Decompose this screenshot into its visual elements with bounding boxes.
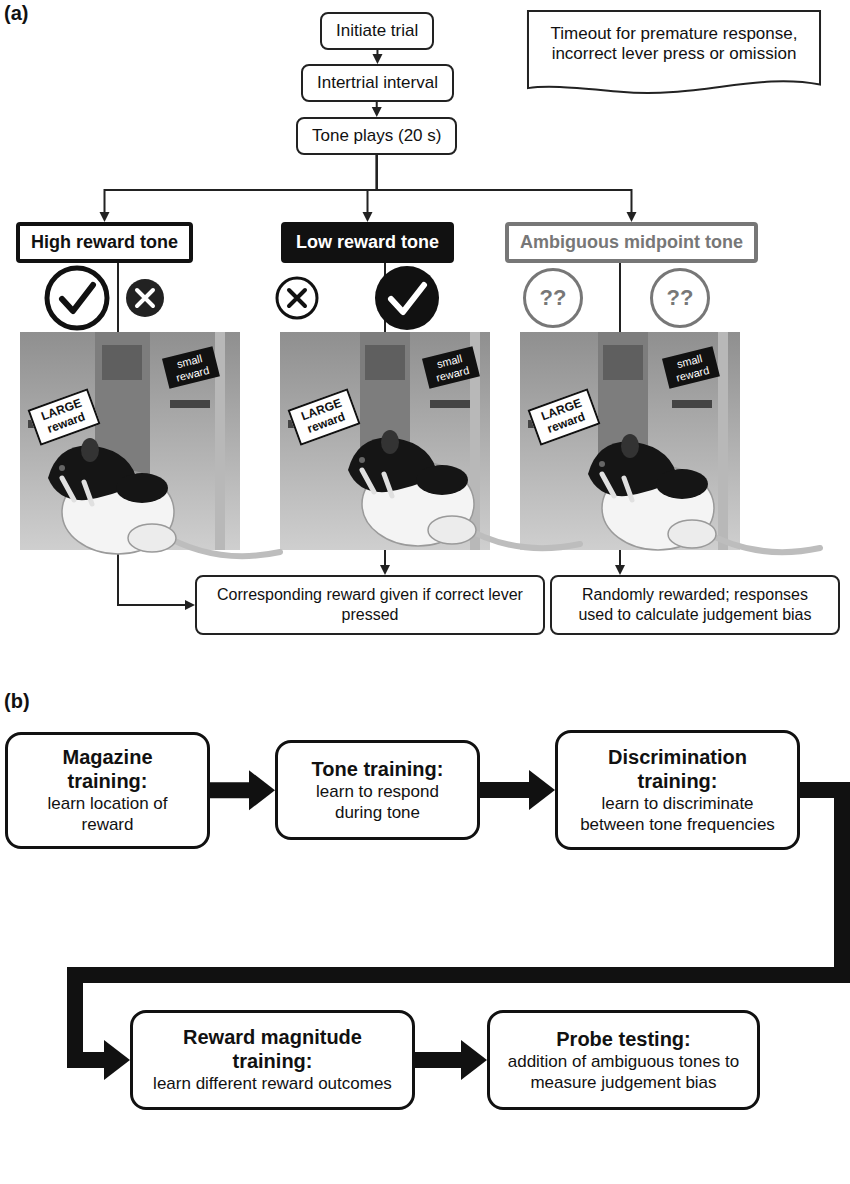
reward-tag: small reward — [662, 346, 720, 389]
box-heading: Magazine training: — [22, 745, 193, 793]
tone-box: High reward tone — [16, 222, 193, 263]
box-text: learn different reward outcomes — [153, 1073, 392, 1094]
flow-arrow — [372, 50, 382, 64]
connector-line — [105, 155, 377, 212]
box-text: Intertrial interval — [317, 73, 438, 93]
box-text: Timeout for premature response, incorrec… — [541, 24, 807, 65]
arrow-head — [100, 212, 110, 222]
check-icon — [375, 266, 439, 330]
process-box: Intertrial interval — [301, 64, 454, 102]
connector-line — [480, 782, 529, 798]
connector-line — [210, 782, 249, 798]
process-box: Initiate trial — [320, 12, 434, 50]
question-circle: ?? — [523, 268, 583, 328]
box-text: High reward tone — [31, 232, 178, 253]
stage-box: Discrimination training:learn to discrim… — [555, 730, 800, 850]
stage-box: Tone training:learn to respond during to… — [275, 740, 480, 840]
panel-label: (a) — [4, 2, 28, 25]
reward-tag: small reward — [422, 346, 480, 389]
tone-box: Ambiguous midpoint tone — [505, 222, 758, 263]
box-heading: Discrimination training: — [572, 745, 783, 793]
outcome-box: Randomly rewarded; responses used to cal… — [550, 575, 840, 635]
box-text: Tone plays (20 s) — [312, 126, 441, 146]
box-heading: Tone training: — [312, 757, 444, 781]
box-text: ?? — [540, 285, 567, 311]
block-arrow — [480, 770, 555, 810]
box-text: Initiate trial — [336, 21, 418, 41]
arrow-head — [529, 770, 555, 810]
connector-line — [368, 155, 377, 212]
question-circle: ?? — [650, 268, 710, 328]
flow-arrow — [372, 102, 382, 117]
flow-arrow — [377, 155, 637, 222]
panel-label: (b) — [4, 690, 30, 713]
arrow-head — [185, 600, 195, 610]
rat-figure — [348, 430, 580, 548]
reward-tag: LARGE reward — [288, 388, 361, 445]
cross-icon — [277, 278, 317, 318]
connector-line — [415, 1052, 461, 1068]
reward-tag: small reward — [162, 346, 220, 389]
box-text: learn location of reward — [22, 793, 193, 836]
box-text: Ambiguous midpoint tone — [520, 232, 743, 253]
arrow-head — [249, 770, 275, 810]
arrow-head — [380, 565, 390, 575]
block-arrow — [210, 770, 275, 810]
stage-box: Reward magnitude training:learn differen… — [130, 1010, 415, 1110]
connector-line — [376, 50, 378, 54]
rat-figure — [48, 438, 280, 556]
connector-line — [376, 102, 378, 107]
arrow-head — [615, 565, 625, 575]
box-heading: Reward magnitude training: — [147, 1025, 398, 1073]
box-text: learn to respond during tone — [292, 781, 463, 824]
tone-box: Low reward tone — [281, 222, 454, 263]
note-document: Timeout for premature response, incorrec… — [525, 10, 823, 99]
block-arrow — [415, 1040, 487, 1080]
arrow-head — [372, 54, 382, 64]
box-text: ?? — [667, 285, 694, 311]
reward-tag: LARGE reward — [28, 388, 101, 445]
stage-box: Magazine training:learn location of rewa… — [5, 732, 210, 849]
rat-figure — [588, 434, 820, 552]
arrow-head — [626, 212, 636, 222]
reward-tag: LARGE reward — [528, 388, 601, 445]
stage-box: Probe testing:addition of ambiguous tone… — [487, 1010, 760, 1110]
arrow-head — [372, 107, 382, 117]
arrow-head — [104, 1040, 130, 1080]
box-text: Low reward tone — [296, 232, 439, 253]
flow-arrow — [363, 155, 377, 222]
process-box: Tone plays (20 s) — [296, 117, 457, 155]
arrow-head — [363, 212, 373, 222]
connector-line — [377, 155, 632, 212]
box-text: Randomly rewarded; responses used to cal… — [564, 585, 826, 625]
arrow-head — [461, 1040, 487, 1080]
cross-icon — [126, 279, 164, 317]
box-heading: Probe testing: — [556, 1027, 690, 1051]
box-text: learn to discriminate between tone frequ… — [572, 793, 783, 836]
outcome-box: Corresponding reward given if correct le… — [195, 575, 545, 635]
check-icon — [47, 268, 107, 328]
box-text: Corresponding reward given if correct le… — [209, 585, 531, 625]
flow-arrow — [100, 155, 377, 222]
box-text: addition of ambiguous tones to measure j… — [504, 1051, 743, 1094]
